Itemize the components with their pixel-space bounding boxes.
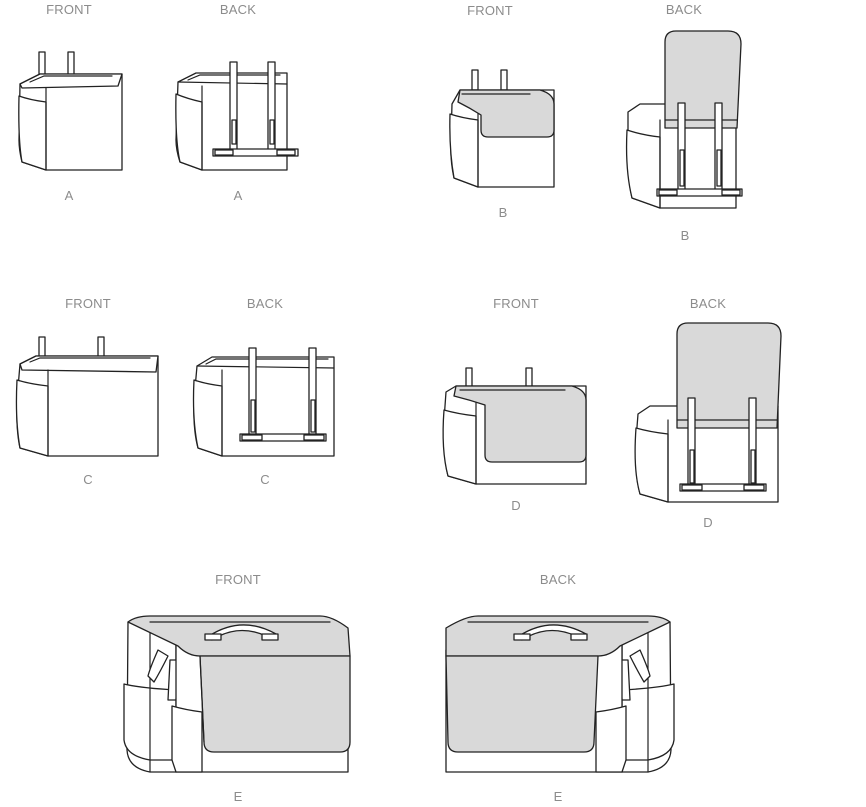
label-e-front: FRONT — [215, 572, 261, 587]
label-a-front: FRONT — [46, 2, 92, 17]
label-c-back: BACK — [246, 296, 284, 311]
label-a-front-view: A — [64, 188, 74, 203]
label-d-front: FRONT — [493, 296, 539, 311]
label-d-front-view: D — [511, 498, 521, 513]
organizer-c-back — [192, 347, 335, 457]
organizer-c-front — [15, 336, 159, 457]
label-c-back-view: C — [260, 472, 270, 487]
organizer-d-front — [442, 367, 587, 485]
label-a-back-view: A — [233, 188, 243, 203]
organizer-e-front — [123, 615, 351, 773]
label-b-back-view: B — [680, 228, 690, 243]
label-d-back: BACK — [689, 296, 727, 311]
label-b-front: FRONT — [467, 3, 513, 18]
label-e-front-view: E — [233, 789, 243, 804]
label-e-back: BACK — [539, 572, 577, 587]
label-c-front-view: C — [83, 472, 93, 487]
label-d-back-view: D — [703, 515, 713, 530]
label-a-back: BACK — [219, 2, 257, 17]
organizer-e-back — [445, 615, 675, 773]
organizer-a-front — [18, 51, 123, 171]
organizer-b-back — [625, 30, 743, 209]
label-c-front: FRONT — [65, 296, 111, 311]
organizer-a-back — [175, 61, 299, 171]
label-e-back-view: E — [553, 789, 563, 804]
organizer-d-back — [634, 322, 782, 503]
organizer-b-front — [449, 69, 555, 188]
label-b-front-view: B — [498, 205, 508, 220]
label-b-back: BACK — [665, 2, 703, 17]
